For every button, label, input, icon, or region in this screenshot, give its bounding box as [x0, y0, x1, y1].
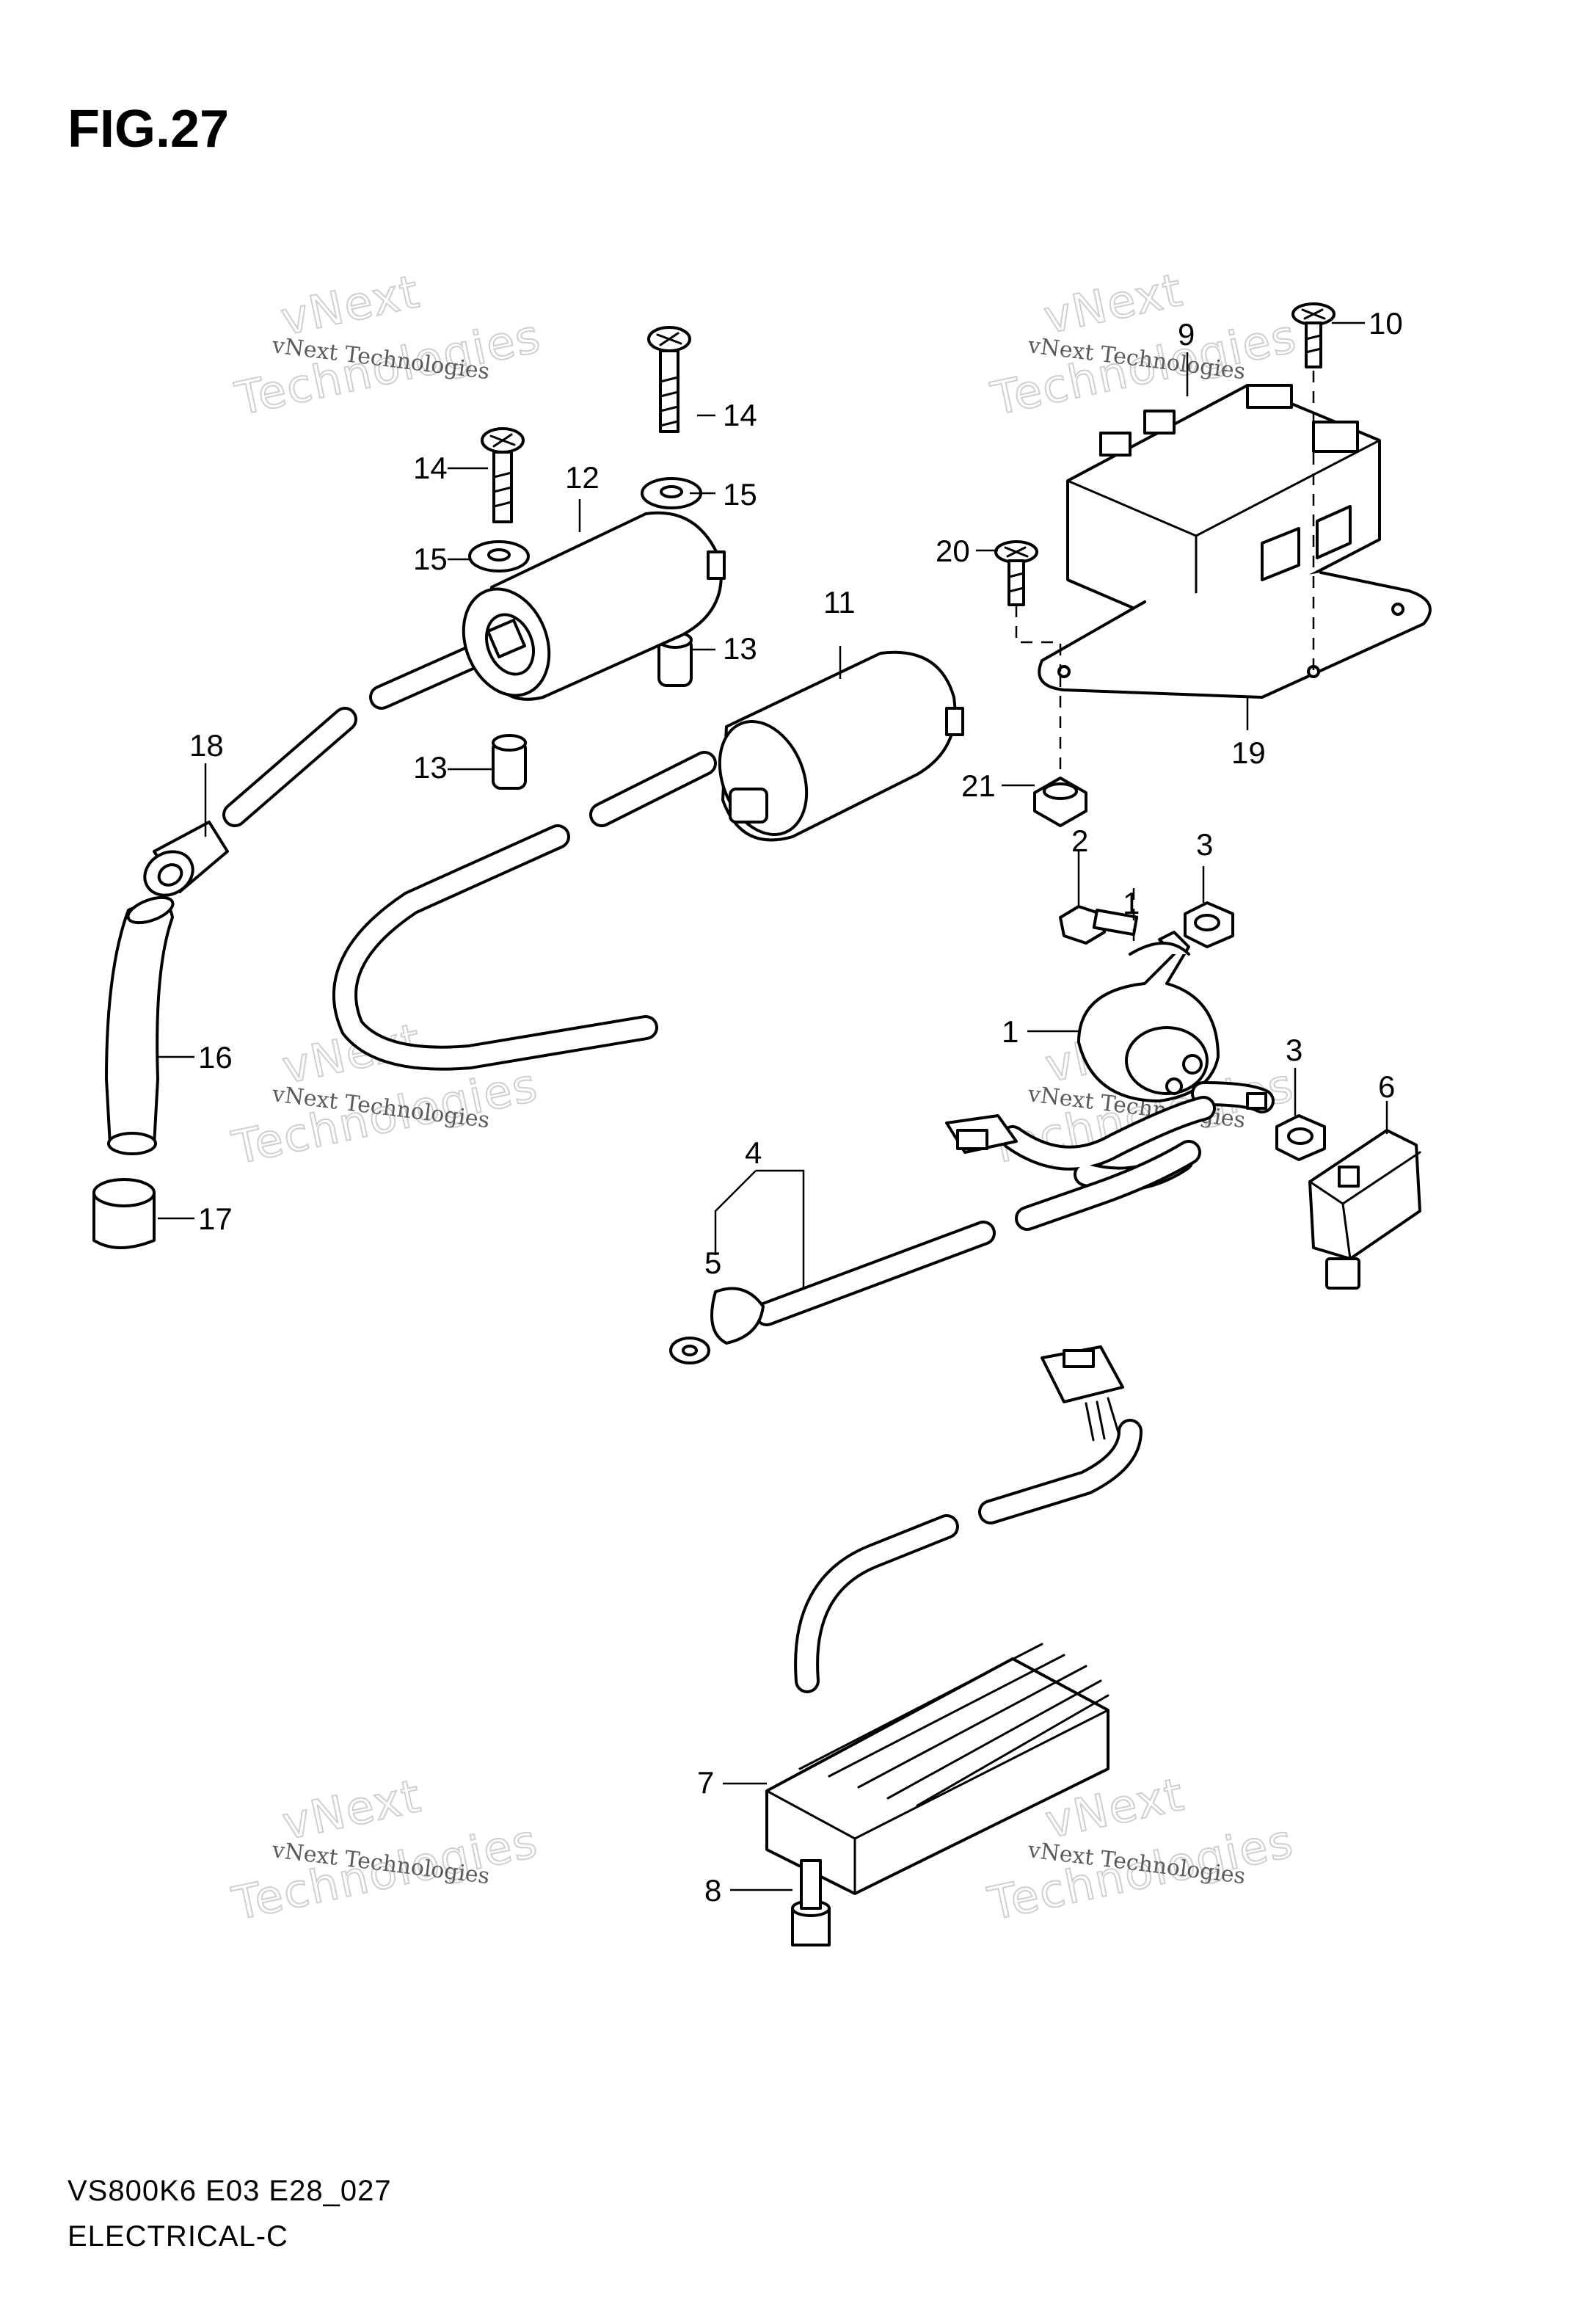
- part-10-screw: [1291, 302, 1336, 368]
- leader-lines: [158, 321, 1388, 1891]
- callout-16: 16: [198, 1040, 233, 1075]
- model-code: VS800K6 E03 E28_027: [68, 2175, 392, 2207]
- callout-13-lower: 13: [413, 750, 448, 785]
- part-1-starter-relay: [1077, 931, 1275, 1113]
- callout-5: 5: [704, 1246, 721, 1280]
- callout-7: 7: [697, 1765, 714, 1800]
- callout-13-upper: 13: [723, 631, 757, 666]
- callout-17: 17: [198, 1202, 233, 1236]
- callout-1: 1: [1002, 1014, 1019, 1049]
- part-7-regulator-rectifier: [765, 1345, 1143, 1895]
- part-18-plug-cap-end: [143, 821, 229, 897]
- callout-19: 19: [1231, 735, 1266, 770]
- callout-3-lower: 3: [1286, 1033, 1302, 1067]
- part-15-washer-lower: [468, 540, 530, 572]
- part-17-rubber-cap: [92, 1178, 156, 1249]
- callout-21: 21: [961, 768, 996, 803]
- figure-title: FIG.27: [68, 100, 229, 159]
- callout-14-lower: 14: [413, 451, 448, 485]
- callout-4: 4: [745, 1135, 762, 1170]
- svg-text:vNext: vNext: [1039, 263, 1187, 344]
- watermark-top-left: vNext Technologies vNext Technologies: [230, 263, 546, 426]
- part-13-spacer-lower: [492, 734, 527, 790]
- callout-2: 2: [1071, 824, 1088, 858]
- watermark-bottom-left: vNext Technologies vNext Technologies: [227, 1768, 543, 1932]
- callout-10: 10: [1369, 306, 1403, 341]
- callout-18: 18: [189, 728, 224, 763]
- part-3-nut-upper: [1184, 901, 1234, 948]
- part-4-5-wire-lead: [669, 1140, 1201, 1364]
- callout-12: 12: [565, 460, 600, 495]
- callout-20: 20: [936, 534, 970, 568]
- part-6-relay-cover: [1308, 1129, 1421, 1290]
- part-3-nut-lower: [1275, 1114, 1326, 1161]
- part-16-plug-boot: [105, 895, 175, 1155]
- callout-9: 9: [1178, 317, 1195, 352]
- part-12-ignition-coil: [222, 511, 726, 827]
- callout-3-upper: 3: [1196, 827, 1213, 862]
- part-14-bolt-upper: [647, 326, 691, 433]
- part-21-nut: [1033, 777, 1087, 827]
- section-name: ELECTRICAL-C: [68, 2220, 288, 2253]
- callout-14-upper: 14: [723, 398, 757, 432]
- callout-11: 11: [823, 585, 856, 619]
- svg-text:vNext: vNext: [277, 264, 425, 346]
- part-8-bolt: [791, 1859, 831, 1946]
- callout-8: 8: [704, 1873, 721, 1908]
- part-19-bracket: [1038, 571, 1432, 699]
- callout-15-lower: 15: [413, 542, 448, 576]
- svg-text:vNext: vNext: [278, 1769, 426, 1850]
- part-9-igniter-unit: [1066, 384, 1381, 636]
- callout-15-upper: 15: [723, 477, 757, 512]
- part-14-bolt-lower: [481, 427, 525, 523]
- part-20-screw: [994, 540, 1038, 606]
- callout-1b: 1: [1123, 886, 1140, 920]
- part-11-ignition-coil: [332, 650, 964, 1071]
- callout-6: 6: [1378, 1069, 1395, 1104]
- callout-numbers: 1 1 2 3 3 4 5 6 7 8 9 10 11 12 13 13 14 …: [189, 306, 1403, 1908]
